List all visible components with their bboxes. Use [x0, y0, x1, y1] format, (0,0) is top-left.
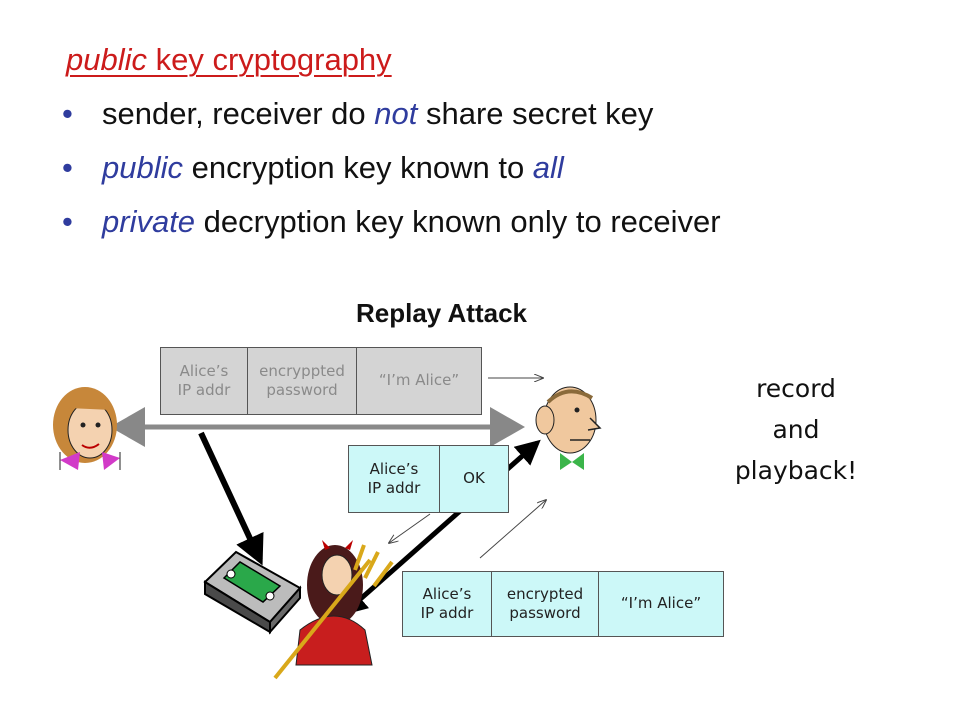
- thin-arrow-to-trudy: [389, 513, 431, 543]
- recorder-icon: [203, 550, 302, 635]
- record-playback-note: record and playback!: [734, 374, 858, 485]
- slide-heading: public key cryptography: [66, 42, 392, 77]
- ok-field: OK: [463, 469, 485, 488]
- diagram-title: Replay Attack: [356, 298, 527, 328]
- alice-icon: [53, 387, 121, 470]
- bullet-dot: •: [62, 96, 73, 131]
- eavesdrop-arrow: [198, 431, 264, 566]
- bob-icon: [535, 386, 602, 470]
- message-field: “I’m Alice”: [378, 371, 460, 390]
- bullet-dot: •: [62, 204, 73, 239]
- bullet-3: •private decryption key known only to re…: [62, 204, 721, 239]
- thin-arrow-replay: [479, 500, 546, 559]
- message-field: “I’m Alice”: [620, 594, 702, 613]
- bullet-2: •public encryption key known to all: [62, 150, 564, 185]
- bullet-1: •sender, receiver do not share secret ke…: [62, 96, 654, 131]
- bullet-dot: •: [62, 150, 73, 185]
- trudy-icon: [273, 540, 394, 680]
